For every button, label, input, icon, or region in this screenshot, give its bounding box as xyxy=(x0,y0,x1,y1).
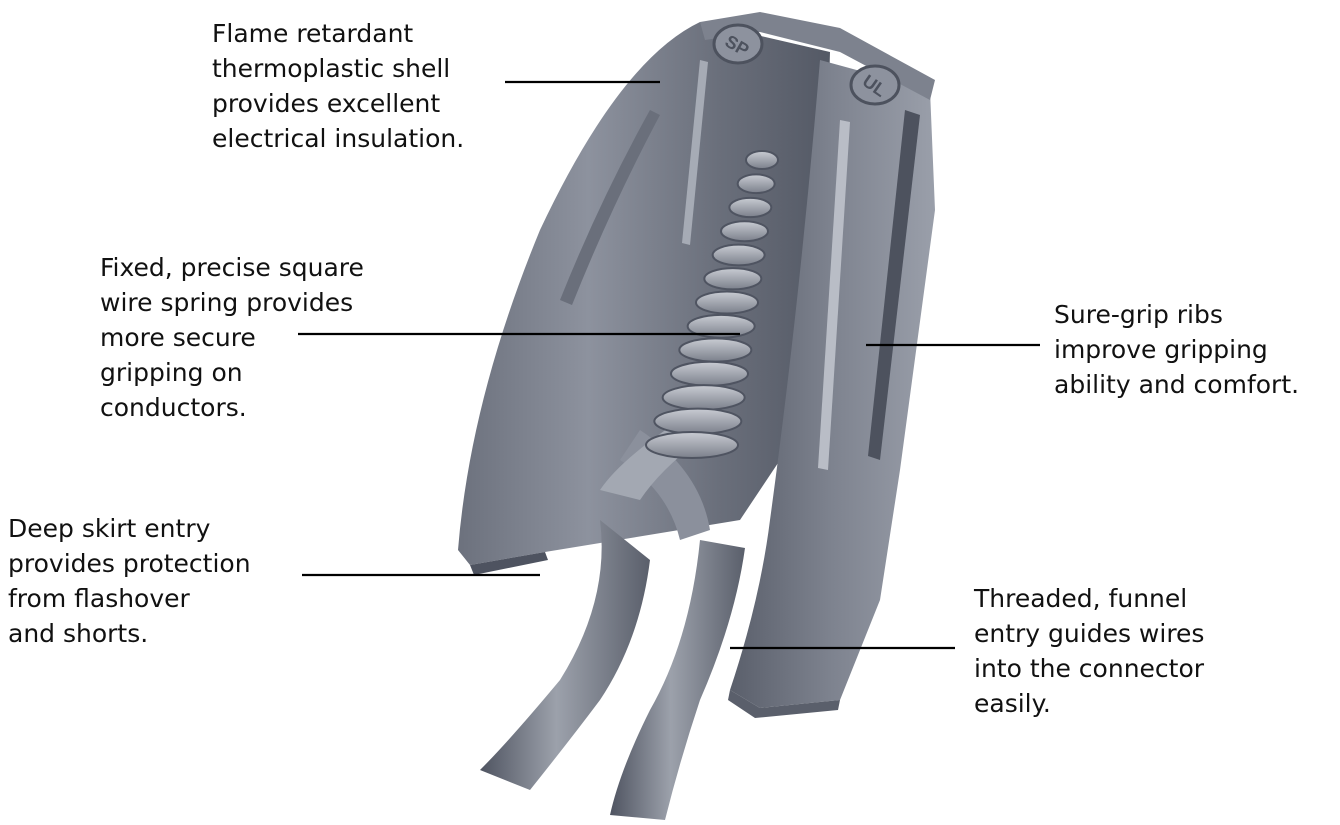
spring-turn xyxy=(654,409,741,434)
spring-turn xyxy=(713,245,765,266)
callout-line: provides protection xyxy=(8,546,251,581)
callout-line: from flashover xyxy=(8,581,251,616)
callout-line: Flame retardant xyxy=(212,16,464,51)
callout-ribs: Sure-grip ribs improve gripping ability … xyxy=(1054,297,1299,402)
spring-turn xyxy=(738,174,775,193)
callout-line: more secure xyxy=(100,320,364,355)
callout-line: Deep skirt entry xyxy=(8,511,251,546)
spring-turn xyxy=(721,221,768,241)
callout-line: electrical insulation. xyxy=(212,121,464,156)
spring-turn xyxy=(646,432,738,458)
callout-line: Threaded, funnel xyxy=(974,581,1204,616)
callout-line: entry guides wires xyxy=(974,616,1204,651)
callout-skirt: Deep skirt entry provides protection fro… xyxy=(8,511,251,651)
callout-line: wire spring provides xyxy=(100,285,364,320)
spring-turn xyxy=(679,338,751,361)
callout-line: easily. xyxy=(974,686,1204,721)
callout-line: Sure-grip ribs xyxy=(1054,297,1299,332)
callout-funnel: Threaded, funnel entry guides wires into… xyxy=(974,581,1204,721)
callout-line: improve gripping xyxy=(1054,332,1299,367)
callout-line: conductors. xyxy=(100,390,364,425)
callout-spring: Fixed, precise square wire spring provid… xyxy=(100,250,364,425)
callout-line: gripping on xyxy=(100,355,364,390)
callout-line: provides excellent xyxy=(212,86,464,121)
spring-turn xyxy=(663,385,745,410)
spring-turn xyxy=(729,198,771,217)
callout-line: Fixed, precise square xyxy=(100,250,364,285)
spring-turn xyxy=(746,151,778,169)
callout-line: into the connector xyxy=(974,651,1204,686)
callout-line: thermoplastic shell xyxy=(212,51,464,86)
spring-turn xyxy=(696,292,758,314)
spring-turn xyxy=(704,268,761,289)
spring-turn xyxy=(671,362,748,386)
callout-shell: Flame retardant thermoplastic shell prov… xyxy=(212,16,464,156)
callout-line: ability and comfort. xyxy=(1054,367,1299,402)
callout-line: and shorts. xyxy=(8,616,251,651)
